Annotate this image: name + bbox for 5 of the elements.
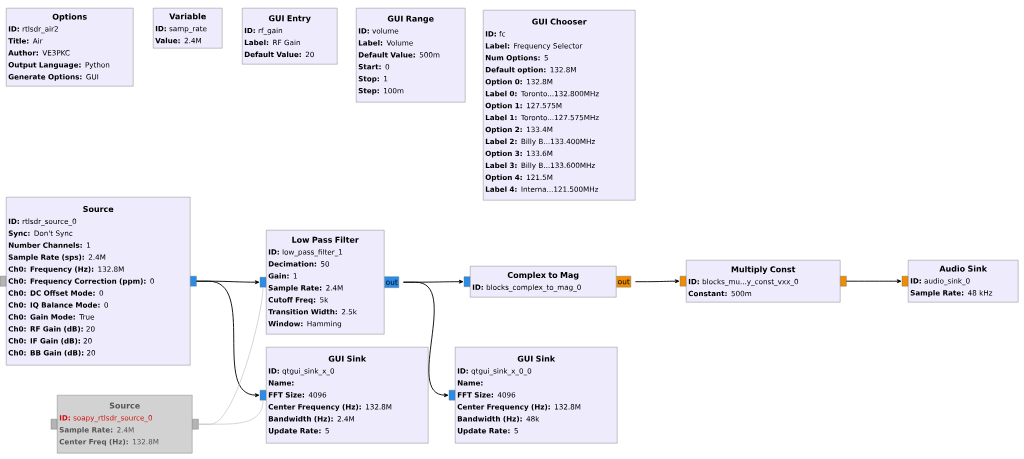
connector [402,281,449,398]
connector [195,280,260,398]
connector [634,279,680,284]
connector [845,279,902,284]
connector [198,399,264,425]
